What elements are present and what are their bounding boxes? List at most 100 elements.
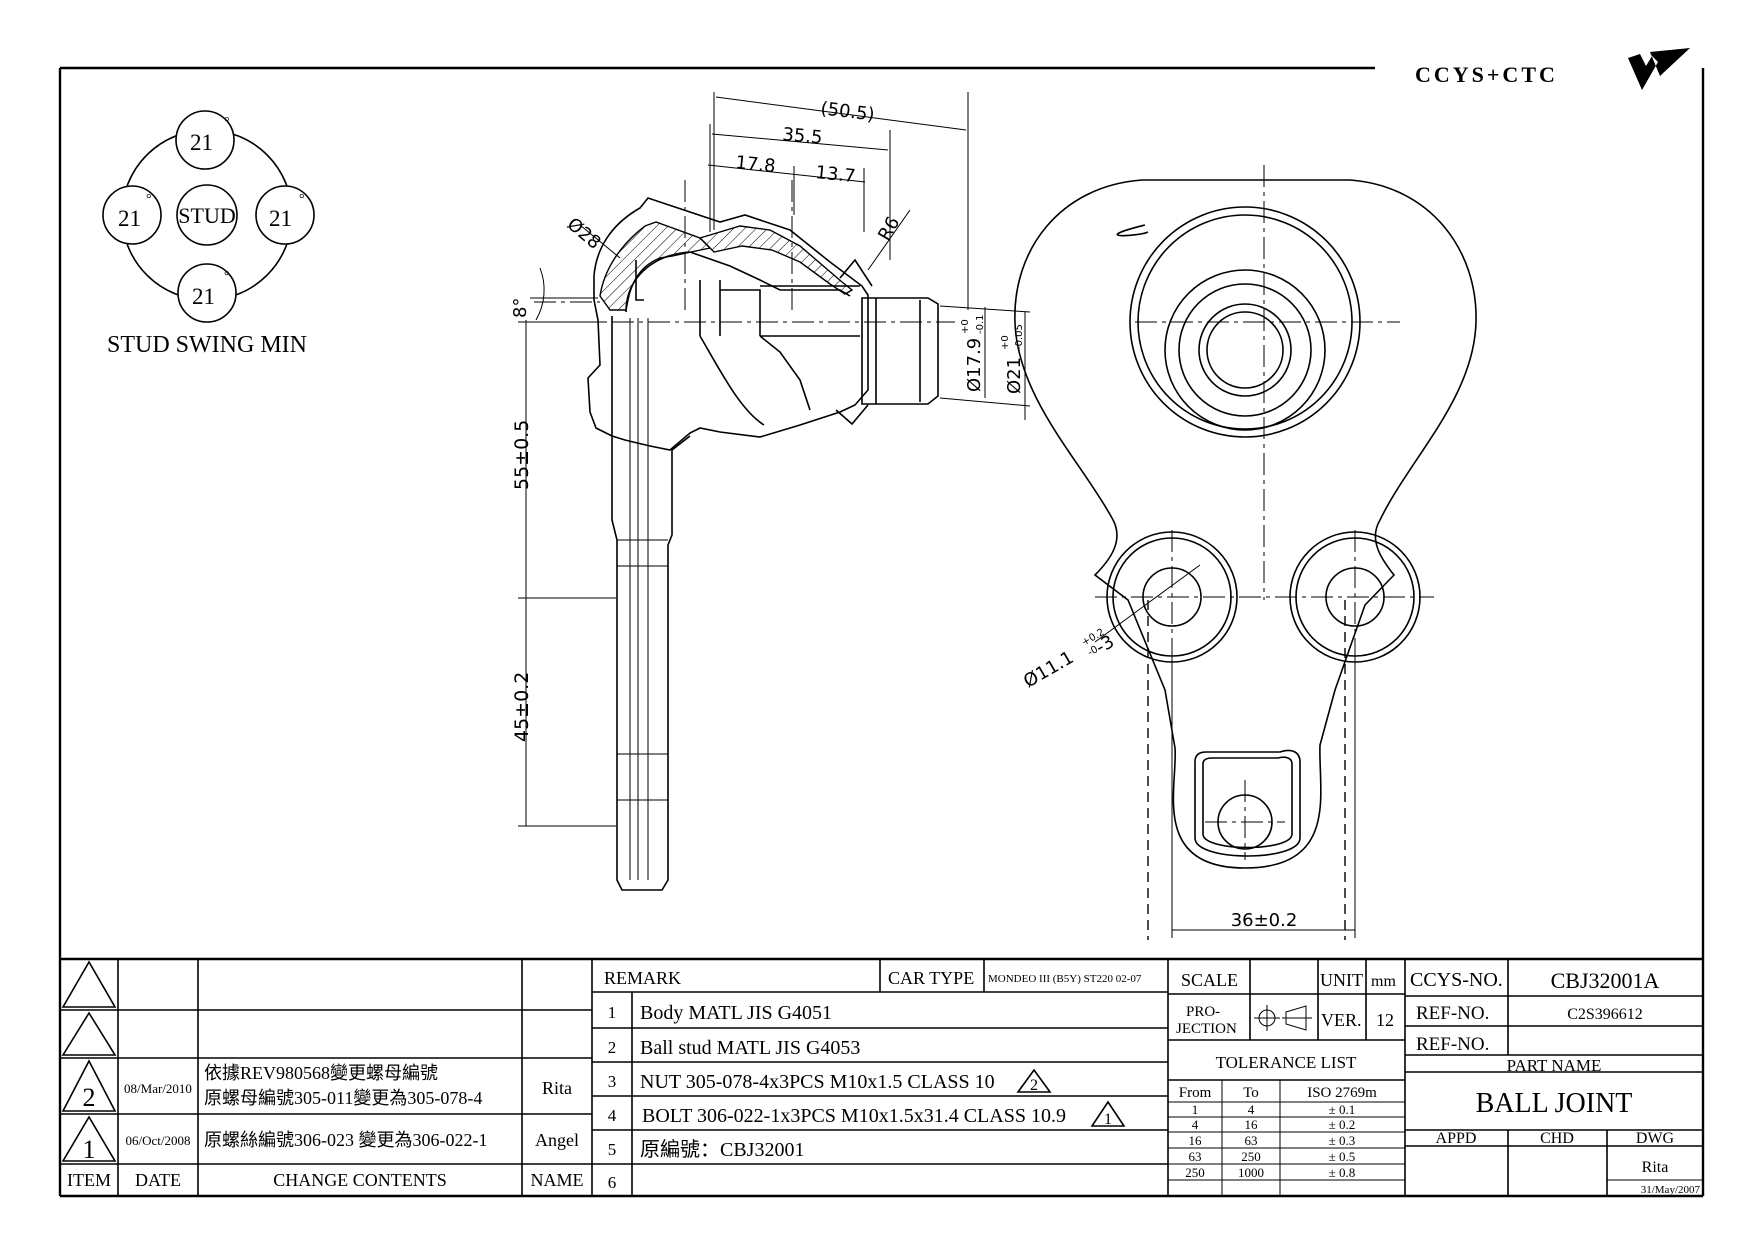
dim-phi17-9-tol-upper: +0	[960, 319, 971, 334]
remark-text-5: 原編號：CBJ32001	[640, 1138, 804, 1161]
tol-r1-from: 1	[1192, 1102, 1199, 1117]
part-name-label: PART NAME	[1507, 1056, 1602, 1075]
ccys-no-value: CBJ32001A	[1551, 968, 1660, 993]
side-view-dimensions: (50.5) 35.5 17.8 13.7 R6 Ø28 8° 55±0.5 4…	[510, 92, 1031, 827]
car-type-label: CAR TYPE	[888, 968, 974, 988]
tol-r2-val: ± 0.2	[1329, 1117, 1356, 1132]
ccys-no-label: CCYS-NO.	[1410, 969, 1503, 991]
swing-angle-left: 21	[118, 206, 141, 231]
rev-header-content: CHANGE CONTENTS	[273, 1170, 447, 1190]
tol-r5-val: ± 0.8	[1329, 1165, 1356, 1180]
scale-label: SCALE	[1181, 970, 1238, 990]
dwg-value: Rita	[1642, 1159, 1669, 1176]
rev-num-1: 1	[83, 1135, 96, 1164]
tol-r1-to: 4	[1248, 1102, 1255, 1117]
tol-header-to: To	[1243, 1085, 1259, 1101]
tol-r2-from: 4	[1192, 1117, 1199, 1132]
dim-45: 45±0.2	[511, 672, 533, 742]
rev-content-2a: 依據REV980568變更螺母編號	[204, 1063, 438, 1083]
unit-label: UNIT	[1320, 970, 1363, 990]
dim-50-5: (50.5)	[819, 98, 875, 125]
side-view	[534, 180, 955, 891]
tol-r4-val: ± 0.5	[1329, 1149, 1356, 1164]
dim-17-8: 17.8	[734, 152, 776, 177]
dim-phi21-tol-upper: +0	[1000, 335, 1011, 350]
revision-table: 2 1 08/Mar/2010 06/Oct/2008 依據REV980568變…	[60, 959, 593, 1196]
rev-date-2: 08/Mar/2010	[124, 1081, 192, 1096]
remark-no-3: 3	[608, 1072, 617, 1091]
projection-symbol-icon	[1254, 1005, 1312, 1031]
tol-r3-to: 63	[1245, 1133, 1258, 1148]
dim-angle-8: 8°	[510, 298, 531, 318]
remark-no-1: 1	[608, 1003, 617, 1022]
rev-content-2b: 原螺母編號305-011變更為305-078-4	[204, 1088, 482, 1108]
front-view: Ø11.1 +0.2 -0 -3 36±0.2	[1014, 165, 1477, 940]
dim-36: 36±0.2	[1231, 910, 1298, 931]
dim-phi28: Ø28	[563, 214, 605, 254]
projection-label-1: PRO-	[1186, 1004, 1220, 1020]
remark-no-4: 4	[608, 1106, 617, 1125]
swing-degree-bottom: °	[224, 269, 230, 284]
projection-label-2: JECTION	[1176, 1021, 1237, 1037]
brand-logo-text: CCYS+CTC	[1415, 62, 1558, 87]
tol-header-iso: ISO 2769m	[1307, 1085, 1377, 1101]
dim-13-7: 13.7	[814, 162, 856, 187]
tol-r5-to: 1000	[1238, 1165, 1264, 1180]
tol-r4-from: 63	[1189, 1149, 1202, 1164]
rev-header-date: DATE	[135, 1170, 181, 1190]
dwg-date: 31/May/2007	[1641, 1184, 1701, 1196]
dim-r6: R6	[874, 213, 904, 244]
tolerance-title: TOLERANCE LIST	[1216, 1053, 1357, 1072]
tol-r3-from: 16	[1189, 1133, 1203, 1148]
remark-text-2: Ball stud MATL JIS G4053	[640, 1037, 860, 1059]
title-block: CCYS-NO. CBJ32001A REF-NO. C2S396612 REF…	[1405, 959, 1703, 1196]
dim-phi17-9: Ø17.9	[964, 338, 985, 392]
unit-value: mm	[1371, 973, 1396, 990]
ref-no-label: REF-NO.	[1416, 1003, 1489, 1024]
rev-header-item: ITEM	[67, 1170, 111, 1190]
dim-phi21: Ø21	[1004, 357, 1025, 394]
dwg-label: DWG	[1636, 1130, 1675, 1147]
swing-angle-bottom: 21	[192, 284, 215, 309]
swing-angle-right: 21	[269, 206, 292, 231]
swing-angle-top: 21	[190, 130, 213, 155]
rev-num-2: 2	[83, 1083, 96, 1112]
appd-label: APPD	[1436, 1130, 1477, 1147]
part-name-value: BALL JOINT	[1476, 1088, 1633, 1119]
ref-no-value: C2S396612	[1567, 1006, 1643, 1023]
tol-r3-val: ± 0.3	[1329, 1133, 1356, 1148]
brand-logo: CCYS+CTC	[1415, 48, 1690, 90]
chd-label: CHD	[1540, 1130, 1574, 1147]
remark-rev-3: 2	[1030, 1077, 1038, 1094]
dim-phi11-1-tol-lower: -0	[1086, 644, 1100, 659]
remark-no-6: 6	[608, 1173, 617, 1192]
swing-center-label: STUD	[178, 203, 235, 228]
dim-35-5: 35.5	[782, 124, 824, 148]
stud-swing-diagram: 21 ° 21 ° 21 ° 21 ° STUD STUD SWING MIN	[102, 110, 315, 358]
remark-header: REMARK	[604, 968, 681, 988]
remark-no-2: 2	[608, 1038, 617, 1057]
swing-caption: STUD SWING MIN	[107, 332, 307, 358]
tol-r4-to: 250	[1241, 1149, 1261, 1164]
tol-r5-from: 250	[1185, 1165, 1205, 1180]
rev-name-2: Rita	[542, 1078, 572, 1098]
ver-label: VER.	[1321, 1010, 1362, 1030]
sheet-border	[58, 66, 1705, 1198]
tol-r2-to: 16	[1245, 1117, 1259, 1132]
remark-text-1: Body MATL JIS G4051	[640, 1002, 832, 1024]
remark-table: REMARK CAR TYPE MONDEO III (B5Y) ST220 0…	[592, 959, 1169, 1196]
dim-phi11-1: Ø11.1	[1020, 647, 1077, 692]
rev-date-1: 06/Oct/2008	[126, 1133, 191, 1148]
dim-phi17-9-tol-lower: -0.1	[975, 314, 986, 334]
rev-name-1: Angel	[535, 1130, 579, 1150]
dim-55: 55±0.5	[511, 420, 533, 490]
ver-value: 12	[1376, 1010, 1394, 1030]
remark-text-4: BOLT 306-022-1x3PCS M10x1.5x31.4 CLASS 1…	[642, 1105, 1066, 1127]
rev-content-1: 原螺絲編號306-023 變更為306-022-1	[204, 1130, 487, 1150]
tol-header-from: From	[1179, 1085, 1212, 1101]
swing-degree-right: °	[299, 192, 305, 207]
rev-header-name: NAME	[531, 1170, 584, 1190]
car-type-value: MONDEO III (B5Y) ST220 02-07	[988, 973, 1142, 985]
ref-no2-label: REF-NO.	[1416, 1034, 1489, 1055]
